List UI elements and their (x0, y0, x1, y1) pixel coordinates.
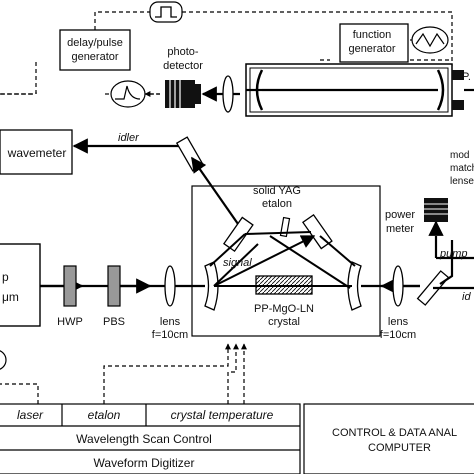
cavity-mirror-lower-right (347, 261, 362, 311)
scanning-cavity: P. (245, 63, 471, 117)
pp-mgo-ln-crystal (255, 275, 313, 295)
crystal-label-2: crystal (268, 316, 300, 328)
ctrl-computer-line2: COMPUTER (368, 442, 431, 454)
etalon-label-1: solid YAG (253, 185, 301, 197)
lens-right (392, 265, 404, 307)
cavity-mirror-lower-left (204, 261, 219, 311)
lens-right-label-1: lens (388, 316, 409, 328)
function-label-2: generator (348, 43, 395, 55)
crystal-label-1: PP-MgO-LN (254, 303, 314, 315)
function-label-1: function (353, 29, 392, 41)
signal-label: signal (223, 257, 252, 269)
pzt-label: P. (462, 71, 471, 83)
triangle-wave-icon (411, 26, 449, 54)
lens-photodetector (222, 75, 234, 113)
ctrl-etalon: etalon (88, 408, 121, 422)
power-meter: power meter (385, 198, 448, 235)
idler-out-beam (191, 156, 246, 235)
ctrl-laser: laser (17, 408, 44, 422)
lens-left-label-1: lens (160, 316, 181, 328)
idler-label-top: idler (118, 132, 140, 144)
ctrl-waveform-digitizer: Waveform Digitizer (94, 456, 195, 470)
photodiode-signal-icon (110, 80, 146, 108)
hwp (63, 265, 77, 307)
pump-label: pump (439, 248, 468, 260)
ctrl-computer-line1: CONTROL & DATA ANAL (332, 427, 457, 439)
mode-match-label-1: mod (450, 150, 469, 161)
mode-match-label-3: lense (450, 176, 474, 187)
photodetector-label-1: photo- (167, 46, 199, 58)
etalon-label-2: etalon (262, 198, 292, 210)
ctrl-wavelength-scan: Wavelength Scan Control (76, 432, 212, 446)
laser-label-1: p (2, 270, 9, 284)
ctrl-crystal-temperature: crystal temperature (171, 408, 274, 422)
delay-label-2: generator (71, 51, 118, 63)
delay-pulse-generator: delay/pulse generator (59, 29, 131, 71)
mode-match-label-2: match (450, 163, 474, 174)
delay-label-1: delay/pulse (67, 37, 123, 49)
mirror-idler (175, 136, 205, 172)
wavemeter-label: wavemeter (7, 146, 67, 160)
lens-left-label-2: f=10cm (152, 329, 188, 341)
lens-right-label-2: f=10cm (380, 329, 416, 341)
yag-etalon (279, 216, 291, 238)
opo-enclosure (191, 185, 381, 337)
photodetector-label-2: detector (163, 60, 203, 72)
function-generator: function generator (339, 23, 409, 63)
laser-label-2: μm (2, 290, 19, 304)
wavemeter: wavemeter (0, 129, 73, 175)
pbs (107, 265, 121, 307)
control-lines (0, 343, 247, 404)
hwp-label: HWP (57, 316, 83, 328)
idler-label-right: id (462, 291, 471, 303)
power-meter-label-1: power (385, 209, 415, 221)
left-indicator (0, 350, 7, 370)
pump-laser: p μm (0, 243, 41, 327)
lens-left (164, 265, 176, 307)
power-meter-label-2: meter (386, 223, 414, 235)
pulse-icon (149, 1, 183, 23)
control-panel: laser etalon crystal temperature Wavelen… (0, 403, 474, 474)
pbs-label: PBS (103, 316, 125, 328)
photodetector: photo- detector (163, 46, 203, 108)
